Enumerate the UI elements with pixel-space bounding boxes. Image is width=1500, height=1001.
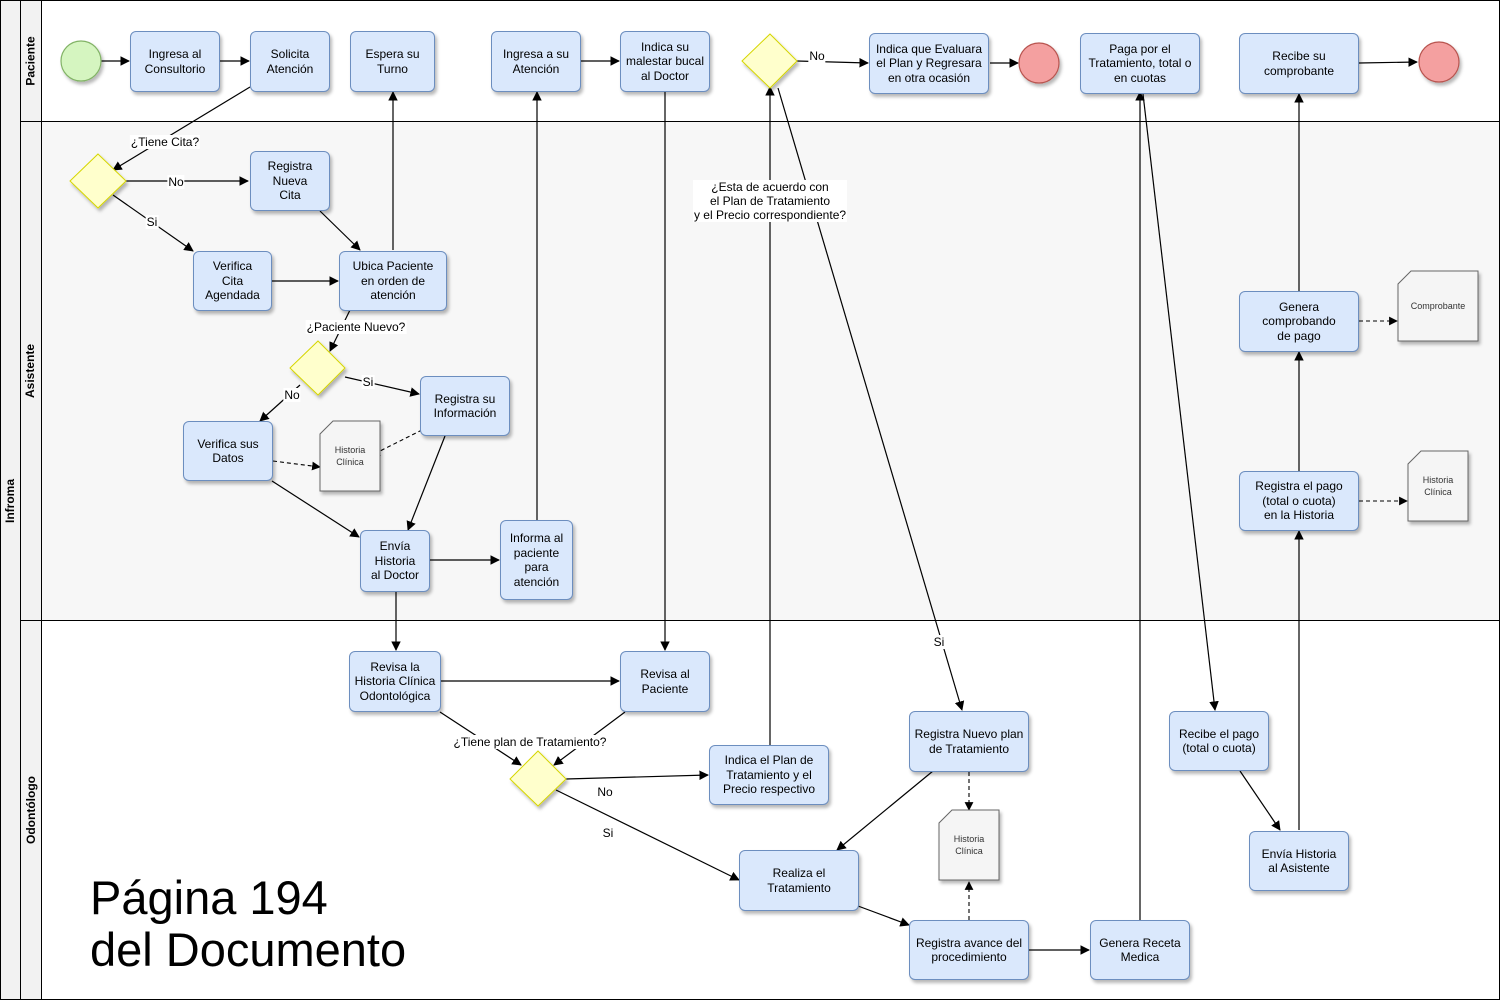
historia-clinica-doc-2 — [938, 809, 1000, 881]
flow-realiza-avance — [857, 905, 910, 927]
edge-label-acuerdo: ¿Esta de acuerdo con el Plan de Tratamie… — [692, 180, 848, 222]
task-registra-pago[interactable]: Registra el pago (total o cuota) en la H… — [1239, 471, 1359, 531]
historia-clinica-doc-1-label: Historia Clínica — [334, 445, 366, 467]
flow-plan-no — [565, 770, 709, 781]
historia-clinica-doc-2-label: Historia Clínica — [953, 834, 985, 856]
flow-paga-recibepago — [1142, 93, 1219, 711]
flow-nuevo-si — [344, 376, 420, 397]
flow-verifica-envia — [271, 480, 360, 538]
lane-label-asistente: Asistente — [20, 121, 41, 620]
task-paga-tratamiento[interactable]: Paga por el Tratamiento, total o en cuot… — [1080, 33, 1200, 94]
task-revisa-paciente[interactable]: Revisa al Paciente — [620, 651, 710, 712]
task-registra-avance[interactable]: Registra avance del procedimiento — [909, 920, 1029, 980]
historia-clinica-doc-3 — [1407, 450, 1469, 522]
task-envia-historia-doctor[interactable]: Envía Historia al Doctor — [360, 530, 430, 592]
flow-recibepago-enviahistoria — [1239, 770, 1281, 831]
edge-label-tiene-cita: ¿Tiene Cita? — [129, 135, 201, 149]
task-solicita-atencion[interactable]: Solicita Atención — [250, 31, 330, 92]
lane-odontologo-header — [20, 620, 42, 1000]
task-espera-turno[interactable]: Espera su Turno — [350, 31, 435, 92]
task-recibe-pago[interactable]: Recibe el pago (total o cuota) — [1169, 711, 1269, 771]
start-event — [60, 40, 102, 82]
edge-label-tiene-plan: ¿Tiene plan de Tratamiento? — [452, 735, 608, 749]
edge-label-paciente-nuevo: ¿Paciente Nuevo? — [305, 320, 407, 334]
pool-label-text: Infroma — [3, 478, 18, 523]
edge-label-no-plan: No — [596, 785, 614, 799]
flow-registra-envia — [406, 435, 446, 531]
assoc-registra-historia — [371, 429, 423, 456]
edge-label-no-nuevo: No — [283, 388, 301, 402]
comprobante-doc-label: Comprobante — [1410, 301, 1466, 311]
historia-clinica-doc-3-label: Historia Clínica — [1422, 475, 1454, 497]
gateway-tiene-plan — [509, 750, 567, 807]
page-number-note: Página 194 del Documento — [90, 871, 407, 976]
task-informa-paciente[interactable]: Informa al paciente para atención — [500, 520, 573, 600]
pool-label: Infroma — [0, 0, 20, 1001]
task-indica-malestar[interactable]: Indica su malestar bucal al Doctor — [620, 31, 710, 92]
flow-nuevoplan-realiza — [836, 770, 934, 851]
edge-label-no-cita: No — [167, 175, 185, 189]
lane-label-paciente-text: Paciente — [23, 35, 38, 86]
end-event-comprobante — [1418, 41, 1460, 83]
flow-solicita-gateway-cita — [112, 86, 251, 171]
task-envia-historia-asistente[interactable]: Envía Historia al Asistente — [1249, 831, 1349, 891]
task-verifica-cita[interactable]: Verifica Cita Agendada — [193, 251, 272, 311]
end-event-evaluara — [1018, 42, 1060, 84]
historia-clinica-doc-1 — [319, 420, 381, 492]
edge-label-si-nuevo: Si — [361, 375, 375, 389]
task-indica-plan[interactable]: Indica el Plan de Tratamiento y el Preci… — [709, 745, 829, 805]
lane-label-paciente: Paciente — [20, 0, 41, 121]
task-genera-comprobante[interactable]: Genera comprobando de pago — [1239, 291, 1359, 352]
task-registra-nueva-cita[interactable]: Registra Nueva Cita — [250, 151, 330, 211]
task-genera-receta[interactable]: Genera Receta Medica — [1090, 920, 1190, 980]
edge-label-si-plan: Si — [601, 826, 615, 840]
task-ingresa-atencion[interactable]: Ingresa a su Atención — [491, 31, 581, 92]
flow-recibe-end — [1358, 57, 1418, 67]
task-recibe-comprobante[interactable]: Recibe su comprobante — [1239, 33, 1359, 94]
task-registra-informacion[interactable]: Registra su Información — [420, 376, 510, 436]
comprobante-doc — [1397, 270, 1479, 342]
lane-label-odontologo: Odontólogo — [20, 620, 41, 1000]
gateway-tiene-cita — [69, 153, 127, 209]
flow-plan-si — [555, 789, 740, 881]
assoc-verifica-historia — [272, 460, 321, 471]
lane-label-odontologo-text: Odontólogo — [23, 776, 38, 844]
task-registra-nuevo-plan[interactable]: Registra Nuevo plan de Tratamiento — [909, 711, 1029, 772]
lane-label-asistente-text: Asistente — [23, 343, 38, 398]
flow-nuevacita-ubica — [319, 210, 361, 251]
task-ubica-paciente[interactable]: Ubica Paciente en orden de atención — [339, 251, 447, 311]
task-realiza-tratamiento[interactable]: Realiza el Tratamiento — [739, 850, 859, 911]
task-ingresa-consultorio[interactable]: Ingresa al Consultorio — [130, 31, 220, 92]
edge-label-no-acuerdo: No — [808, 49, 826, 63]
edge-label-si-acuerdo: Si — [932, 635, 946, 649]
gateway-paciente-nuevo — [289, 340, 346, 396]
edge-label-si-cita: Si — [145, 215, 159, 229]
task-indica-evaluara[interactable]: Indica que Evaluara el Plan y Regresara … — [869, 33, 989, 94]
task-verifica-datos[interactable]: Verifica sus Datos — [183, 421, 273, 481]
gateway-acuerdo — [741, 33, 798, 89]
task-revisa-historia[interactable]: Revisa la Historia Clínica Odontológica — [349, 651, 441, 712]
